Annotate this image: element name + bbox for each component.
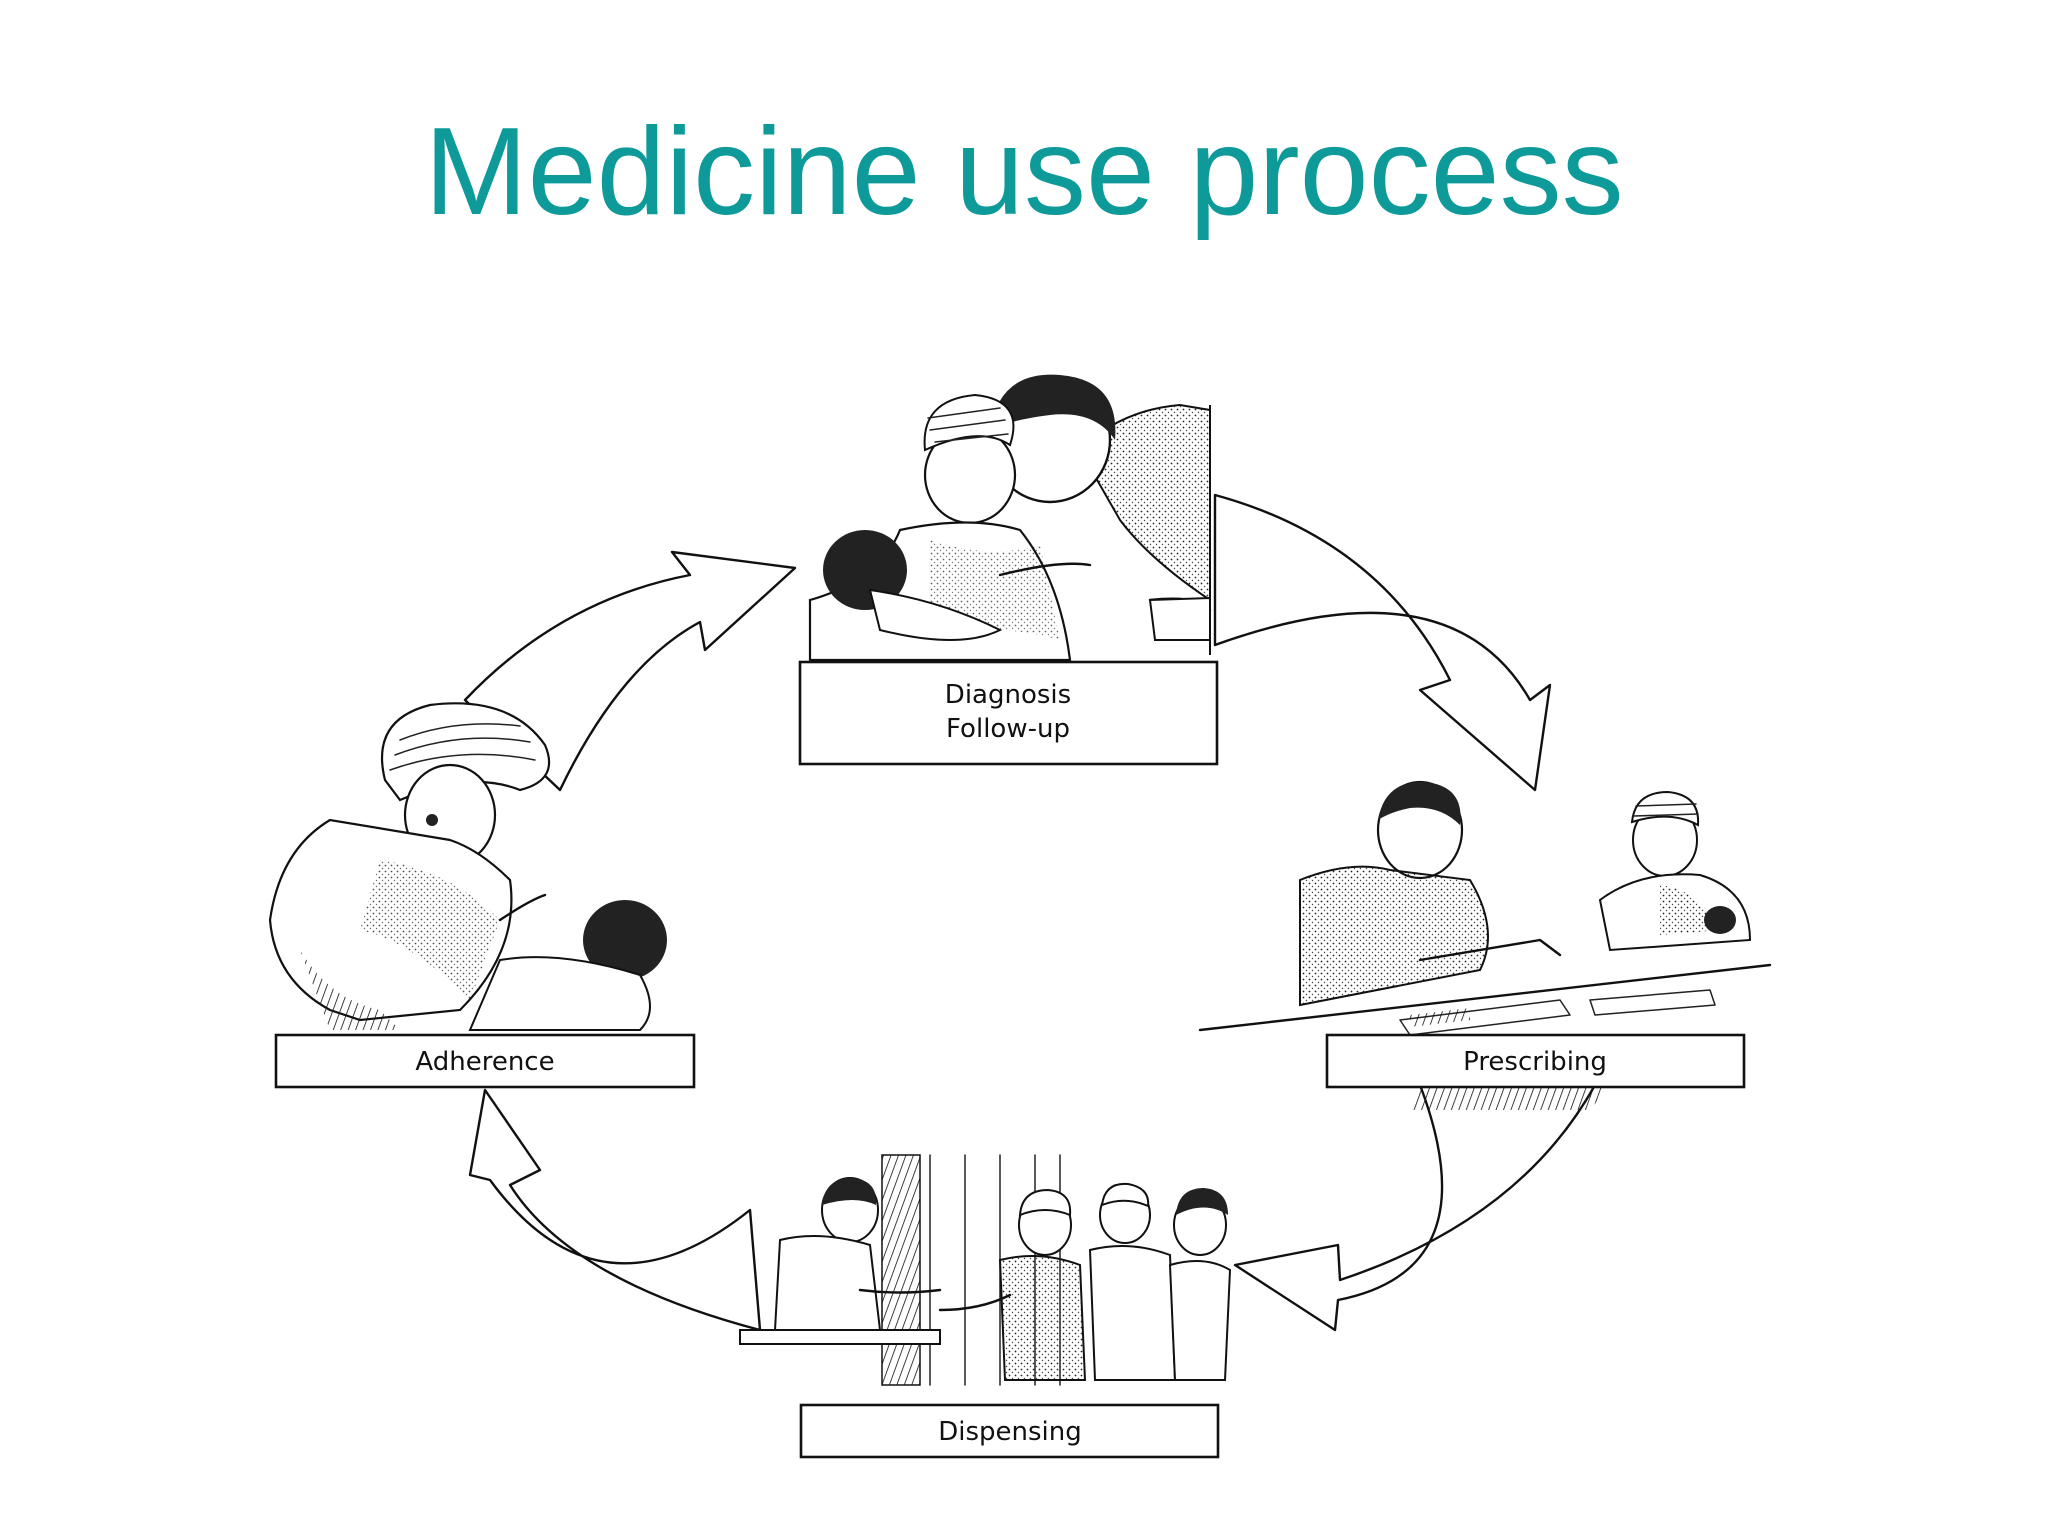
dispensing-illustration — [739, 1154, 1232, 1386]
prescribing-label: Prescribing — [1463, 1047, 1607, 1077]
diagnosis-label-box — [798, 660, 1219, 766]
stage-prescribing: Prescribing — [1325, 1033, 1746, 1089]
stage-dispensing: Dispensing — [799, 1403, 1220, 1459]
arrow-dispensing-to-adherence — [468, 1088, 762, 1332]
dispensing-label: Dispensing — [938, 1417, 1082, 1447]
adherence-illustration — [268, 702, 667, 1031]
prescribing-illustration — [1198, 780, 1772, 1110]
prescribing-label-box — [1325, 1033, 1746, 1089]
adherence-label: Adherence — [415, 1047, 554, 1077]
dispensing-label-box — [799, 1403, 1220, 1459]
adherence-label-box — [274, 1033, 696, 1089]
arrow-diagnosis-to-prescribing — [1213, 493, 1552, 792]
arrow-prescribing-to-dispensing — [1233, 1083, 1597, 1332]
follow-up-label: Follow-up — [946, 714, 1070, 744]
stage-adherence: Adherence — [274, 1033, 696, 1089]
arrow-adherence-to-diagnosis — [463, 550, 797, 792]
stage-diagnosis: Diagnosis Follow-up — [798, 660, 1219, 766]
page-title: Medicine use process — [424, 103, 1624, 241]
diagnosis-label: Diagnosis — [945, 680, 1071, 710]
diagnosis-illustration — [808, 374, 1212, 662]
